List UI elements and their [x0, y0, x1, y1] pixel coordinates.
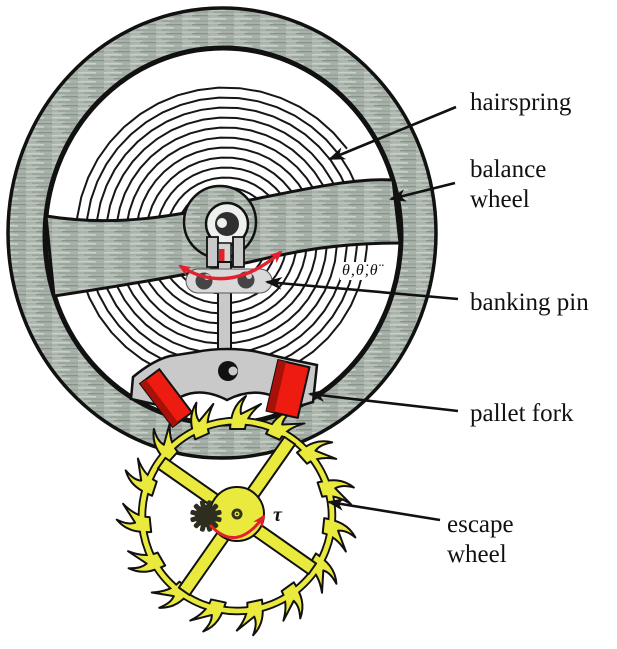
- label-balance-wheel: balance wheel: [470, 155, 546, 215]
- label-pallet-fork: pallet fork: [470, 400, 574, 427]
- banking-pins: [185, 268, 273, 294]
- label-banking-pin: banking pin: [470, 289, 589, 316]
- pointer-balance-wheel: [388, 181, 456, 202]
- balance-staff-roller: [182, 184, 258, 363]
- oscillation-arrow: [178, 250, 283, 281]
- pallet-fork: [129, 347, 319, 429]
- label-balance-wheel-line1: balance: [470, 156, 547, 183]
- escape-wheel: [114, 395, 360, 640]
- label-escape-wheel-line2: wheel: [447, 541, 507, 568]
- tau-torque-symbol: τ: [273, 504, 282, 526]
- torque-arrow: [208, 514, 266, 540]
- label-hairspring: hairspring: [470, 89, 572, 116]
- pointer-banking-pin: [264, 276, 459, 301]
- pointer-arrows: [264, 105, 459, 522]
- label-escape-wheel: escape wheel: [447, 510, 514, 570]
- hairspring-spiral: [74, 86, 368, 385]
- pointer-escape-wheel: [326, 498, 441, 522]
- pallet-fork-pivot: [218, 361, 238, 381]
- pallet-jewel-right: [265, 358, 311, 420]
- theta-derivatives-symbol: θ,θ̇,θ̈: [340, 262, 381, 280]
- pointer-pallet-fork: [307, 389, 459, 413]
- label-escape-wheel-line1: escape: [447, 511, 514, 538]
- label-balance-wheel-line2: wheel: [470, 186, 530, 213]
- pallet-jewel-left: [138, 367, 194, 429]
- pointer-hairspring: [328, 105, 457, 161]
